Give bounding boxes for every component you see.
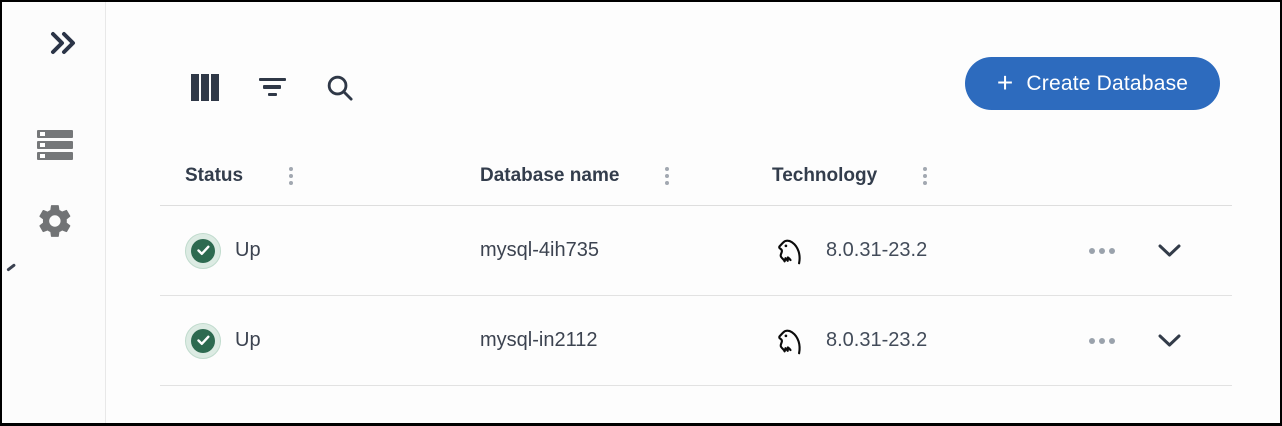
double-chevron-right-icon <box>51 32 75 54</box>
row-expand-button[interactable] <box>1154 236 1184 266</box>
database-name-cell: mysql-4ih735 <box>480 239 599 261</box>
database-name-column-menu-icon[interactable] <box>661 163 673 189</box>
table-row[interactable]: Up mysql-in2112 8.0.31-23.2 <box>160 296 1232 386</box>
table-header-row: Status Database name Technology <box>160 146 1232 206</box>
database-name-cell: mysql-in2112 <box>480 329 598 351</box>
filter-icon <box>258 77 286 97</box>
status-label: Up <box>235 239 261 261</box>
plus-icon: + <box>996 66 1014 98</box>
search-button[interactable] <box>323 70 355 104</box>
chevron-down-icon <box>1158 334 1180 347</box>
sidebar-expand-button[interactable] <box>46 26 80 60</box>
technology-column-menu-icon[interactable] <box>919 163 931 189</box>
database-servers-icon <box>37 130 73 160</box>
sidebar-item-databases[interactable] <box>36 126 74 164</box>
column-header-status: Status <box>160 163 480 189</box>
table-row[interactable]: Up mysql-4ih735 8.0.31-23.2 <box>160 206 1232 296</box>
mysql-dolphin-icon <box>778 239 801 265</box>
status-label: Up <box>235 329 261 351</box>
status-cell: Up <box>160 232 480 269</box>
status-column-menu-icon[interactable] <box>285 163 297 189</box>
filter-button[interactable] <box>256 70 288 104</box>
technology-cell: 8.0.31-23.2 <box>772 232 1072 269</box>
technology-cell: 8.0.31-23.2 <box>772 322 1072 359</box>
create-database-button[interactable]: + Create Database <box>965 57 1220 110</box>
sidebar <box>2 2 106 423</box>
column-header-database-name: Database name <box>480 163 772 189</box>
mysql-dolphin-icon <box>778 329 801 355</box>
status-cell: Up <box>160 322 480 359</box>
databases-table: Status Database name Technology <box>160 146 1232 386</box>
search-icon <box>327 75 353 101</box>
sidebar-item-settings[interactable] <box>35 201 75 241</box>
technology-version: 8.0.31-23.2 <box>826 329 928 351</box>
columns-icon <box>191 73 219 101</box>
column-header-database-name-label: Database name <box>480 164 620 186</box>
stray-artifact-mark <box>6 263 16 275</box>
table-toolbar <box>189 70 355 104</box>
chevron-down-icon <box>1158 244 1180 257</box>
row-actions-menu-icon[interactable] <box>1083 332 1121 350</box>
row-actions-menu-icon[interactable] <box>1083 242 1121 260</box>
gear-icon <box>39 205 71 237</box>
status-up-check-icon <box>185 322 221 359</box>
columns-button[interactable] <box>189 70 221 104</box>
row-expand-button[interactable] <box>1154 326 1184 356</box>
column-header-technology: Technology <box>772 163 1072 189</box>
technology-version: 8.0.31-23.2 <box>826 239 928 261</box>
status-up-check-icon <box>185 232 221 269</box>
column-header-status-label: Status <box>185 164 244 186</box>
create-database-label: Create Database <box>1026 71 1189 95</box>
column-header-technology-label: Technology <box>772 164 878 186</box>
